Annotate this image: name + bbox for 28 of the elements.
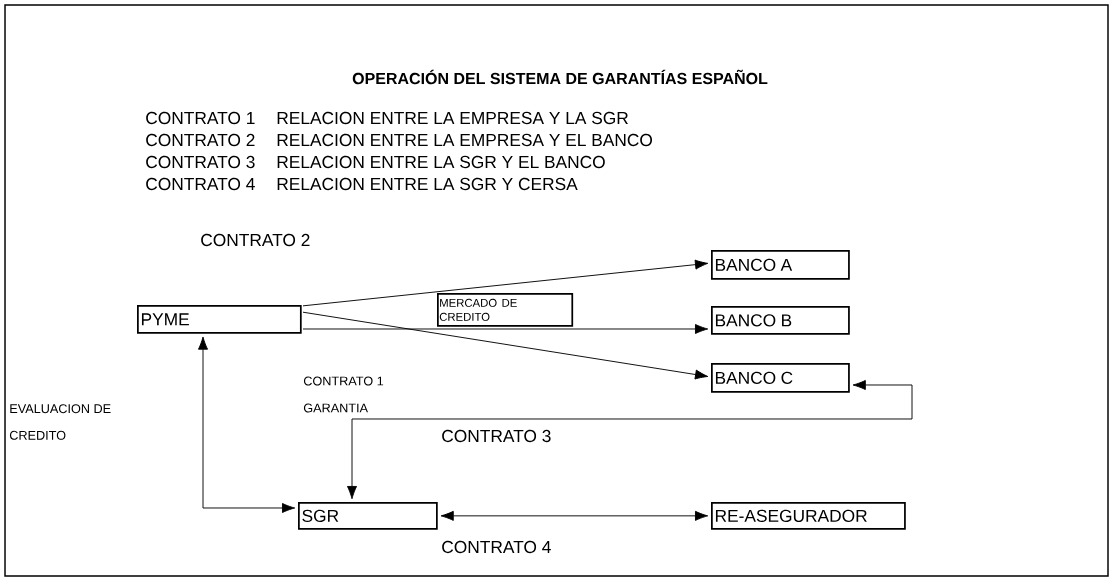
- market-box: MERCADO DE CREDITO: [437, 293, 574, 327]
- title: OPERACIÓN DEL SISTEMA DE GARANTÍAS ESPAÑOL: [352, 69, 768, 85]
- contract-label: CONTRATO 3: [146, 155, 255, 169]
- guarantee-label: GARANTIA: [303, 403, 368, 413]
- contract-label: CONTRATO 2: [146, 133, 255, 147]
- entity-box: SGR: [298, 502, 438, 530]
- description-text: RELACION ENTRE LA SGR Y CERSA: [277, 177, 578, 191]
- entity-box: BANCO B: [711, 306, 850, 335]
- arrow: [347, 380, 913, 500]
- entity-box: BANCO A: [711, 250, 850, 280]
- contract-label: CONTRATO 4: [442, 540, 551, 554]
- entity-box: BANCO C: [711, 363, 850, 393]
- contract-label: CONTRATO 1: [146, 111, 255, 125]
- evaluation-label: EVALUACION DE CREDITO: [9, 404, 111, 440]
- arrow: [198, 336, 296, 513]
- contract-label: CONTRATO 2: [201, 233, 310, 247]
- contract-label: CONTRATO 1: [303, 376, 384, 386]
- arrow: [302, 311, 709, 380]
- description-text: RELACION ENTRE LA EMPRESA Y EL BANCO: [277, 133, 652, 147]
- arrow: [440, 510, 709, 521]
- contract-label: CONTRATO 3: [442, 429, 551, 443]
- arrow: [302, 324, 709, 334]
- contract-label: CONTRATO 4: [146, 177, 255, 191]
- entity-box: PYME: [137, 305, 302, 334]
- arrow: [302, 259, 709, 307]
- entity-box: RE-ASEGURADOR: [711, 502, 906, 530]
- description-text: RELACION ENTRE LA EMPRESA Y LA SGR: [277, 111, 628, 125]
- description-text: RELACION ENTRE LA SGR Y EL BANCO: [277, 155, 605, 169]
